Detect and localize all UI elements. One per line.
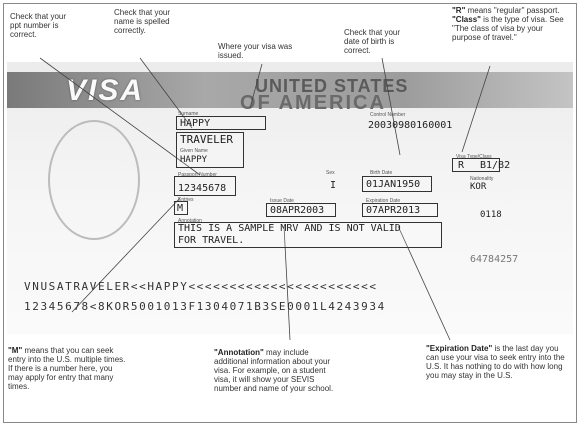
note-issued: Where your visa was issued.: [218, 42, 293, 60]
birth-value: 01JAN1950: [366, 179, 421, 190]
leader-ppt: [39, 57, 201, 176]
type-r-value: R: [458, 160, 465, 171]
type-r-box: [452, 158, 500, 172]
note-class-r: "R": [452, 6, 466, 15]
given-name-2-value: HAPPY: [180, 155, 208, 165]
note-ppt-number: Check that your ppt number is correct.: [10, 12, 67, 39]
photo-placeholder: [48, 120, 140, 240]
type-class-value: B1/B2: [480, 160, 511, 171]
note-expiration-label: "Expiration Date": [426, 344, 493, 353]
surname-label: Surname: [178, 111, 199, 117]
note-expiration: "Expiration Date" is the last day you ca…: [426, 344, 572, 380]
leader-birth: [381, 57, 401, 156]
exp-label: Expiration Date: [366, 198, 401, 204]
serial-number: 64784257: [470, 254, 519, 265]
note-class-text2: is the type of visa. See "The class of v…: [452, 15, 564, 42]
leader-annotation: [283, 225, 291, 341]
note-entries-text: means that you can seek entry into the U…: [8, 346, 126, 391]
note-annotation-label: "Annotation": [214, 348, 264, 357]
given-name-value: TRAVELER: [180, 133, 233, 146]
sex-value: I: [330, 180, 337, 191]
sex-label: Sex: [326, 170, 335, 176]
note-birth: Check that your date of birth is correct…: [344, 28, 401, 55]
mrz-line-2: 12345678<8KOR5001013F1304071B3SE0001L424…: [24, 300, 386, 313]
issue-value: 08APR2003: [270, 205, 325, 216]
control-value: 20030980160001: [368, 120, 453, 131]
given-name-label: Given Name: [180, 148, 208, 154]
issuing-country-line2: OF AMERICA: [240, 92, 386, 114]
entries-label: Entries: [178, 197, 194, 203]
document-frame: [3, 3, 577, 423]
annotation-box: [174, 222, 442, 248]
mrz-line-1: VNUSATRAVELER<<HAPPY<<<<<<<<<<<<<<<<<<<<…: [24, 280, 378, 293]
birth-box: [362, 176, 432, 192]
leader-entries: [71, 197, 181, 313]
control-label: Control Number: [370, 112, 406, 118]
note-class-text1: means "regular" passport.: [465, 6, 560, 15]
leader-expiration: [397, 225, 451, 341]
annotation-line2: FOR TRAVEL.: [178, 235, 245, 246]
note-class: "R" means "regular" passport. "Class" is…: [452, 6, 572, 42]
given-name-box: [176, 132, 244, 168]
issue-box: [266, 203, 336, 217]
birth-label: Birth Date: [370, 170, 393, 176]
visa-banner-text: VISA: [66, 74, 145, 107]
passport-value: 12345678: [178, 183, 227, 194]
exp-box: [362, 203, 438, 217]
annotation-label: Annotation: [178, 218, 202, 224]
leader-class: [461, 65, 491, 153]
entries-value: M: [177, 203, 184, 214]
note-annotation-text: may include additional information about…: [214, 348, 334, 393]
entries-box: [174, 201, 188, 215]
issue-label: Issue Date: [270, 198, 294, 204]
type-label: Visa Type/Class: [456, 154, 492, 160]
exp-value: 07APR2013: [366, 205, 421, 216]
note-entries: "M" means that you can seek entry into t…: [8, 346, 126, 391]
nationality-value: KOR: [470, 182, 487, 192]
nationality-label: Nationality: [470, 176, 494, 182]
note-class-label: "Class": [452, 15, 481, 24]
passport-label: Passport Number: [178, 172, 217, 178]
small-right-number: 0118: [480, 210, 502, 220]
note-expiration-text: is the last day you can use your visa to…: [426, 344, 565, 380]
note-entries-m: "M": [8, 346, 23, 355]
note-annotation: "Annotation" may include additional info…: [214, 348, 342, 393]
issuing-country-line1: UNITED STATES: [255, 76, 409, 96]
passport-box: [174, 176, 236, 196]
surname-value: HAPPY: [180, 118, 211, 129]
surname-box: [176, 116, 266, 130]
note-name-spelled: Check that your name is spelled correctl…: [114, 8, 171, 35]
annotation-line1: THIS IS A SAMPLE MRV AND IS NOT VALID: [178, 223, 401, 234]
leader-issued: [249, 63, 263, 109]
